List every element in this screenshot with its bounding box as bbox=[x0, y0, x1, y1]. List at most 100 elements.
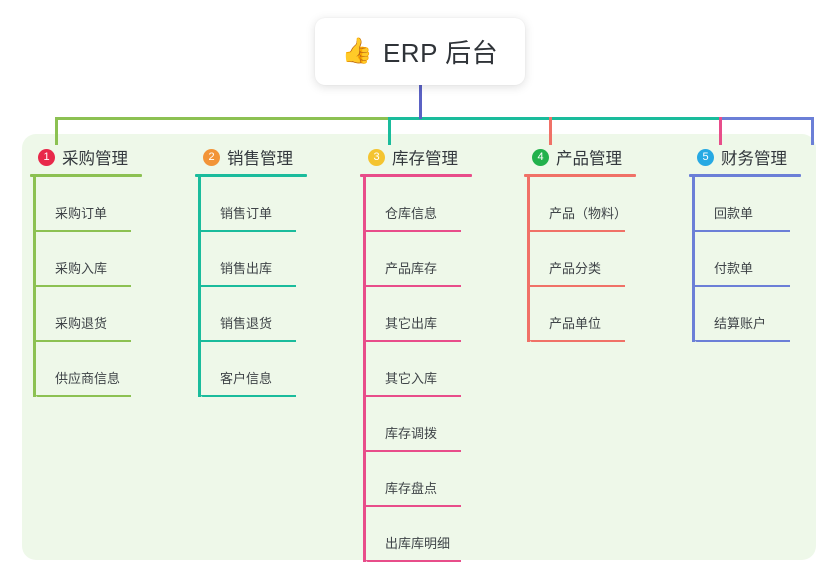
list-item-rule bbox=[366, 505, 461, 507]
list-item[interactable]: 回款单 bbox=[692, 177, 801, 232]
list-item[interactable]: 销售订单 bbox=[198, 177, 307, 232]
column-title-1: 采购管理 bbox=[62, 150, 128, 168]
list-item-label: 采购退货 bbox=[55, 316, 108, 331]
list-item-rule bbox=[36, 395, 131, 397]
column-stem-3 bbox=[363, 177, 366, 562]
list-item[interactable]: 付款单 bbox=[692, 232, 801, 287]
list-item-rule bbox=[366, 340, 461, 342]
column-items-3: 仓库信息产品库存其它出库其它入库库存调拨库存盘点出库库明细 bbox=[360, 177, 472, 562]
list-item-label: 库存调拨 bbox=[385, 426, 438, 441]
column-items-2: 销售订单销售出库销售退货客户信息 bbox=[195, 177, 307, 397]
list-item-rule bbox=[201, 340, 296, 342]
column-stem-5 bbox=[692, 177, 695, 342]
list-item-rule bbox=[201, 230, 296, 232]
connector-segment bbox=[55, 117, 390, 120]
connector-drop bbox=[55, 117, 58, 145]
column-header-4[interactable]: 4 产品管理 bbox=[524, 145, 636, 169]
column-stem-1 bbox=[33, 177, 36, 397]
connector-drop bbox=[719, 117, 722, 145]
list-item[interactable]: 采购订单 bbox=[33, 177, 142, 232]
list-item-rule bbox=[366, 395, 461, 397]
column-rule-3 bbox=[360, 174, 472, 177]
column-items-5: 回款单付款单结算账户 bbox=[689, 177, 801, 342]
list-item-label: 仓库信息 bbox=[385, 206, 438, 221]
list-item-label: 采购入库 bbox=[55, 261, 108, 276]
column-rule-5 bbox=[689, 174, 801, 177]
column-header-3[interactable]: 3 库存管理 bbox=[360, 145, 472, 169]
connector-drop bbox=[388, 117, 391, 145]
list-item-label: 结算账户 bbox=[714, 316, 767, 331]
column-rule-4 bbox=[524, 174, 636, 177]
list-item[interactable]: 客户信息 bbox=[198, 342, 307, 397]
connector-drop bbox=[811, 117, 814, 145]
list-item-label: 其它入库 bbox=[385, 371, 438, 386]
column-4: 4 产品管理产品（物料）产品分类产品单位 bbox=[524, 145, 636, 342]
column-badge-2: 2 bbox=[203, 148, 220, 166]
list-item-rule bbox=[36, 285, 131, 287]
list-item-rule bbox=[366, 450, 461, 452]
column-title-5: 财务管理 bbox=[721, 150, 787, 168]
page-title: ERP 后台 bbox=[382, 38, 499, 68]
list-item-rule bbox=[366, 560, 461, 562]
list-item[interactable]: 库存调拨 bbox=[363, 397, 472, 452]
column-items-1: 采购订单采购入库采购退货供应商信息 bbox=[30, 177, 142, 397]
column-1: 1 采购管理采购订单采购入库采购退货供应商信息 bbox=[30, 145, 142, 397]
column-rule-2 bbox=[195, 174, 307, 177]
list-item-rule bbox=[530, 285, 625, 287]
list-item[interactable]: 仓库信息 bbox=[363, 177, 472, 232]
list-item-label: 客户信息 bbox=[220, 371, 273, 386]
list-item[interactable]: 其它出库 bbox=[363, 287, 472, 342]
column-stem-4 bbox=[527, 177, 530, 342]
column-badge-3: 3 bbox=[368, 148, 385, 166]
column-header-5[interactable]: 5 财务管理 bbox=[689, 145, 801, 169]
list-item-label: 供应商信息 bbox=[55, 371, 121, 386]
list-item[interactable]: 其它入库 bbox=[363, 342, 472, 397]
list-item-rule bbox=[201, 395, 296, 397]
list-item-label: 采购订单 bbox=[55, 206, 108, 221]
column-header-1[interactable]: 1 采购管理 bbox=[30, 145, 142, 169]
column-title-3: 库存管理 bbox=[392, 150, 458, 168]
list-item-rule bbox=[530, 340, 625, 342]
column-badge-1: 1 bbox=[38, 148, 55, 166]
list-item-label: 销售订单 bbox=[220, 206, 273, 221]
root-stem bbox=[419, 85, 422, 119]
list-item[interactable]: 产品分类 bbox=[527, 232, 636, 287]
column-header-2[interactable]: 2 销售管理 bbox=[195, 145, 307, 169]
connector-segment bbox=[719, 117, 814, 120]
list-item-label: 回款单 bbox=[714, 206, 754, 221]
title-card: 👍 ERP 后台 bbox=[315, 18, 525, 85]
column-title-4: 产品管理 bbox=[556, 150, 622, 168]
column-title-2: 销售管理 bbox=[227, 150, 293, 168]
list-item-label: 付款单 bbox=[714, 261, 754, 276]
list-item-rule bbox=[695, 230, 790, 232]
column-items-4: 产品（物料）产品分类产品单位 bbox=[524, 177, 636, 342]
list-item-label: 销售出库 bbox=[220, 261, 273, 276]
column-badge-4: 4 bbox=[532, 148, 549, 166]
list-item[interactable]: 出库库明细 bbox=[363, 507, 472, 562]
list-item-label: 销售退货 bbox=[220, 316, 273, 331]
list-item-rule bbox=[36, 340, 131, 342]
list-item-rule bbox=[36, 230, 131, 232]
list-item[interactable]: 库存盘点 bbox=[363, 452, 472, 507]
list-item[interactable]: 销售出库 bbox=[198, 232, 307, 287]
list-item-label: 库存盘点 bbox=[385, 481, 438, 496]
list-item-rule bbox=[201, 285, 296, 287]
connector-drop bbox=[549, 117, 552, 145]
column-badge-5: 5 bbox=[697, 148, 714, 166]
column-5: 5 财务管理回款单付款单结算账户 bbox=[689, 145, 801, 342]
column-stem-2 bbox=[198, 177, 201, 397]
list-item[interactable]: 产品（物料） bbox=[527, 177, 636, 232]
list-item[interactable]: 结算账户 bbox=[692, 287, 801, 342]
list-item[interactable]: 销售退货 bbox=[198, 287, 307, 342]
list-item[interactable]: 供应商信息 bbox=[33, 342, 142, 397]
list-item[interactable]: 采购退货 bbox=[33, 287, 142, 342]
list-item[interactable]: 产品单位 bbox=[527, 287, 636, 342]
list-item-label: 产品单位 bbox=[549, 316, 602, 331]
list-item-label: 出库库明细 bbox=[385, 536, 451, 551]
list-item[interactable]: 产品库存 bbox=[363, 232, 472, 287]
list-item[interactable]: 采购入库 bbox=[33, 232, 142, 287]
list-item-rule bbox=[695, 340, 790, 342]
list-item-label: 产品库存 bbox=[385, 261, 438, 276]
column-3: 3 库存管理仓库信息产品库存其它出库其它入库库存调拨库存盘点出库库明细 bbox=[360, 145, 472, 562]
connector-segment bbox=[388, 117, 721, 120]
